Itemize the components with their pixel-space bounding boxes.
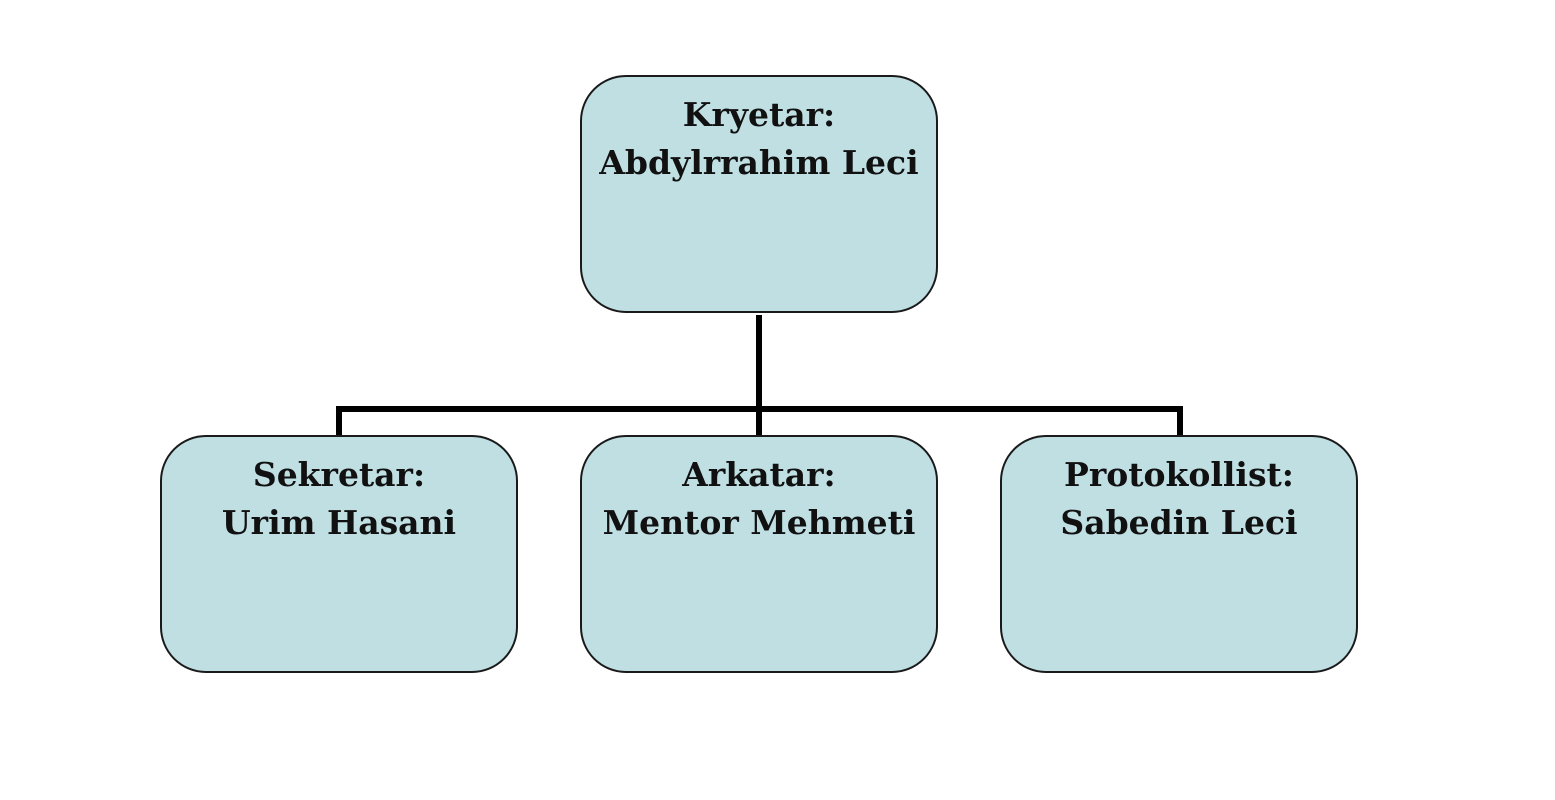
node-role: Protokollist: <box>1064 455 1294 494</box>
node-name: Abdylrrahim Leci <box>599 143 919 182</box>
node-name: Mentor Mehmeti <box>602 503 916 542</box>
node-role: Sekretar: <box>252 455 426 494</box>
node-kryetar: Kryetar: Abdylrrahim Leci <box>580 75 938 313</box>
node-name: Urim Hasani <box>221 503 457 542</box>
node-protokollist: Protokollist: Sabedin Leci <box>1000 435 1358 673</box>
node-role: Kryetar: <box>682 95 836 134</box>
node-role: Arkatar: <box>682 455 836 494</box>
node-name: Sabedin Leci <box>1060 503 1298 542</box>
node-sekretar: Sekretar: Urim Hasani <box>160 435 518 673</box>
node-arkatar: Arkatar: Mentor Mehmeti <box>580 435 938 673</box>
